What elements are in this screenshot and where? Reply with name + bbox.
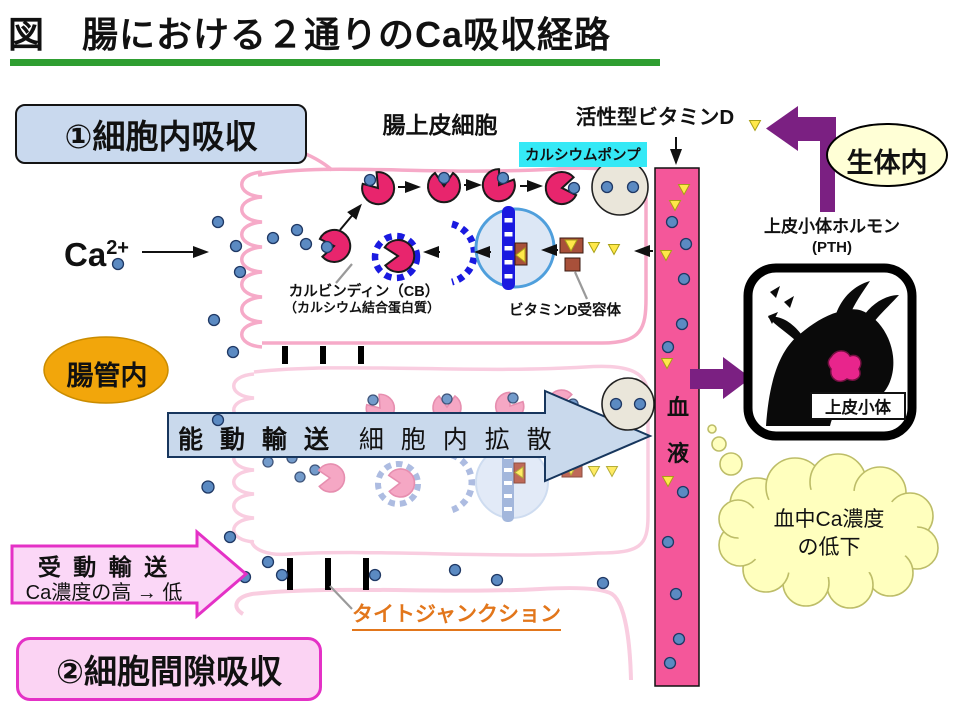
in-body-label: 生体内 bbox=[846, 148, 928, 178]
parathyroid-label: 上皮小体 bbox=[810, 392, 906, 420]
pth-feedback-arrow bbox=[766, 106, 836, 212]
lumen-ellipse bbox=[43, 336, 169, 404]
tight-junction-label: タイトジャンクション bbox=[352, 598, 561, 631]
blood-label-char1: 血 bbox=[666, 395, 689, 420]
route1-label: ①細胞内吸収 bbox=[15, 104, 307, 164]
active-vitamin-d-label: 活性型ビタミンD bbox=[575, 106, 735, 129]
calcium-pump-shape bbox=[591, 158, 649, 216]
lumen-label: 腸管内 bbox=[66, 361, 148, 391]
blood-vessel bbox=[654, 167, 700, 687]
passive-transport-arrow bbox=[10, 528, 249, 620]
epithelial-cell-label: 腸上皮細胞 bbox=[382, 112, 498, 138]
passive-gradient-label: Ca濃度の高 → 低 bbox=[25, 582, 183, 604]
blood-label-char2: 液 bbox=[666, 441, 689, 466]
pth-line2: (PTH) bbox=[812, 239, 852, 256]
pth-label: 上皮小体ホルモン (PTH) bbox=[748, 216, 916, 258]
page-title: 図 腸における２通りのCa吸収経路 bbox=[8, 14, 612, 55]
calcium-pump-label: カルシウムポンプ bbox=[519, 142, 647, 167]
calcium-pump-shape-2 bbox=[601, 377, 655, 431]
title-underline bbox=[10, 59, 660, 66]
active-transport-arrow bbox=[167, 389, 653, 483]
active-transport-label: 能 動 輸 送 細 胞 内 拡 散 bbox=[178, 426, 557, 454]
pth-line1: 上皮小体ホルモン bbox=[764, 217, 900, 236]
calbindin-label-line1: カルビンディン（CB） bbox=[288, 284, 440, 300]
low-blood-ca-line2: の低下 bbox=[797, 536, 861, 559]
calbindin-label-line2: （カルシウム結合蛋白質） bbox=[283, 300, 440, 315]
low-blood-ca-line1: 血中Ca濃度 bbox=[773, 508, 885, 531]
tight-junction-bars bbox=[282, 346, 369, 590]
tight-junction-leader bbox=[329, 585, 353, 610]
cell1-contents bbox=[317, 158, 649, 300]
blood-to-parathyroid-arrow bbox=[690, 357, 751, 399]
parathyroid-gland bbox=[827, 350, 862, 383]
route2-label: ②細胞間隙吸収 bbox=[16, 637, 322, 701]
passive-transport-label: 受 動 輸 送 bbox=[37, 554, 171, 580]
cell2-contents bbox=[262, 387, 618, 522]
low-blood-ca-cloud bbox=[707, 424, 939, 609]
vitamin-d-receptor-label: ビタミンD受容体 bbox=[509, 303, 621, 319]
in-body-ellipse bbox=[826, 123, 948, 187]
ca-ion-label: Ca2+ bbox=[64, 236, 129, 273]
